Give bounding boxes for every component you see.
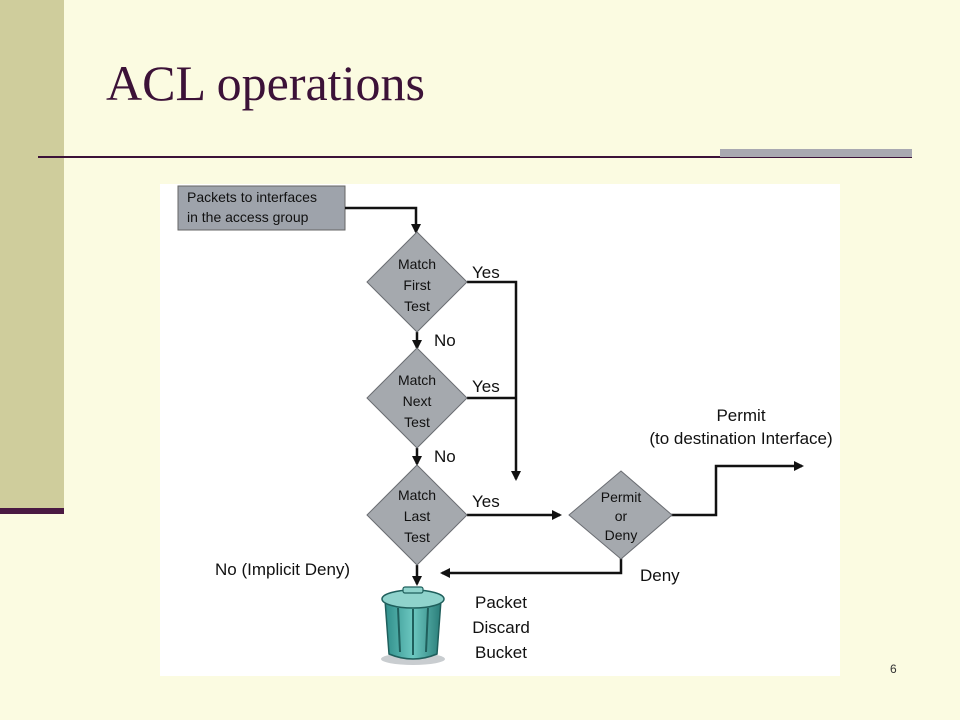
permit-deny-line2: or xyxy=(615,508,628,524)
decision-first-line2: First xyxy=(403,277,430,293)
decision-last-line1: Match xyxy=(398,487,436,503)
slide-page-number: 6 xyxy=(890,662,897,676)
decision-match-first: Match First Test xyxy=(366,231,468,333)
permit-deny-line3: Deny xyxy=(605,527,638,543)
slide-title: ACL operations xyxy=(106,55,425,111)
decision-match-last: Match Last Test xyxy=(366,464,468,566)
decision-next-line3: Test xyxy=(404,414,430,430)
label-yes-next: Yes xyxy=(472,377,500,396)
start-box-line2: in the access group xyxy=(187,209,309,225)
connector-first-yes xyxy=(467,280,521,481)
title-underline xyxy=(38,156,912,158)
decision-match-next: Match Next Test xyxy=(366,347,468,449)
decision-permit-or-deny: Permit or Deny xyxy=(568,470,673,560)
trash-can-icon xyxy=(381,586,445,665)
side-accent-bar-cap xyxy=(0,508,64,514)
label-permit-destination: (to destination Interface) xyxy=(649,429,832,448)
connector-permit xyxy=(670,461,804,517)
connector-deny xyxy=(440,558,623,578)
label-permit: Permit xyxy=(716,406,765,425)
connector-start-to-first xyxy=(345,206,421,234)
discard-line3: Bucket xyxy=(475,643,527,662)
permit-deny-line1: Permit xyxy=(601,489,642,505)
label-no-next: No xyxy=(434,447,456,466)
title-underline-accent xyxy=(720,149,912,157)
acl-flowchart: Packets to interfaces in the access grou… xyxy=(160,184,840,676)
start-box: Packets to interfaces in the access grou… xyxy=(177,185,346,231)
decision-next-line1: Match xyxy=(398,372,436,388)
discard-line1: Packet xyxy=(475,593,527,612)
decision-last-line2: Last xyxy=(404,508,431,524)
decision-first-line3: Test xyxy=(404,298,430,314)
discard-line2: Discard xyxy=(472,618,530,637)
decision-last-line3: Test xyxy=(404,529,430,545)
label-deny: Deny xyxy=(640,566,680,585)
label-no-implicit-deny: No (Implicit Deny) xyxy=(215,560,350,579)
side-accent-bar xyxy=(0,0,64,510)
flow-connectors xyxy=(345,206,804,586)
start-box-line1: Packets to interfaces xyxy=(187,189,317,205)
label-yes-first: Yes xyxy=(472,263,500,282)
decision-first-line1: Match xyxy=(398,256,436,272)
decision-next-line2: Next xyxy=(403,393,432,409)
label-no-first: No xyxy=(434,331,456,350)
label-yes-last: Yes xyxy=(472,492,500,511)
